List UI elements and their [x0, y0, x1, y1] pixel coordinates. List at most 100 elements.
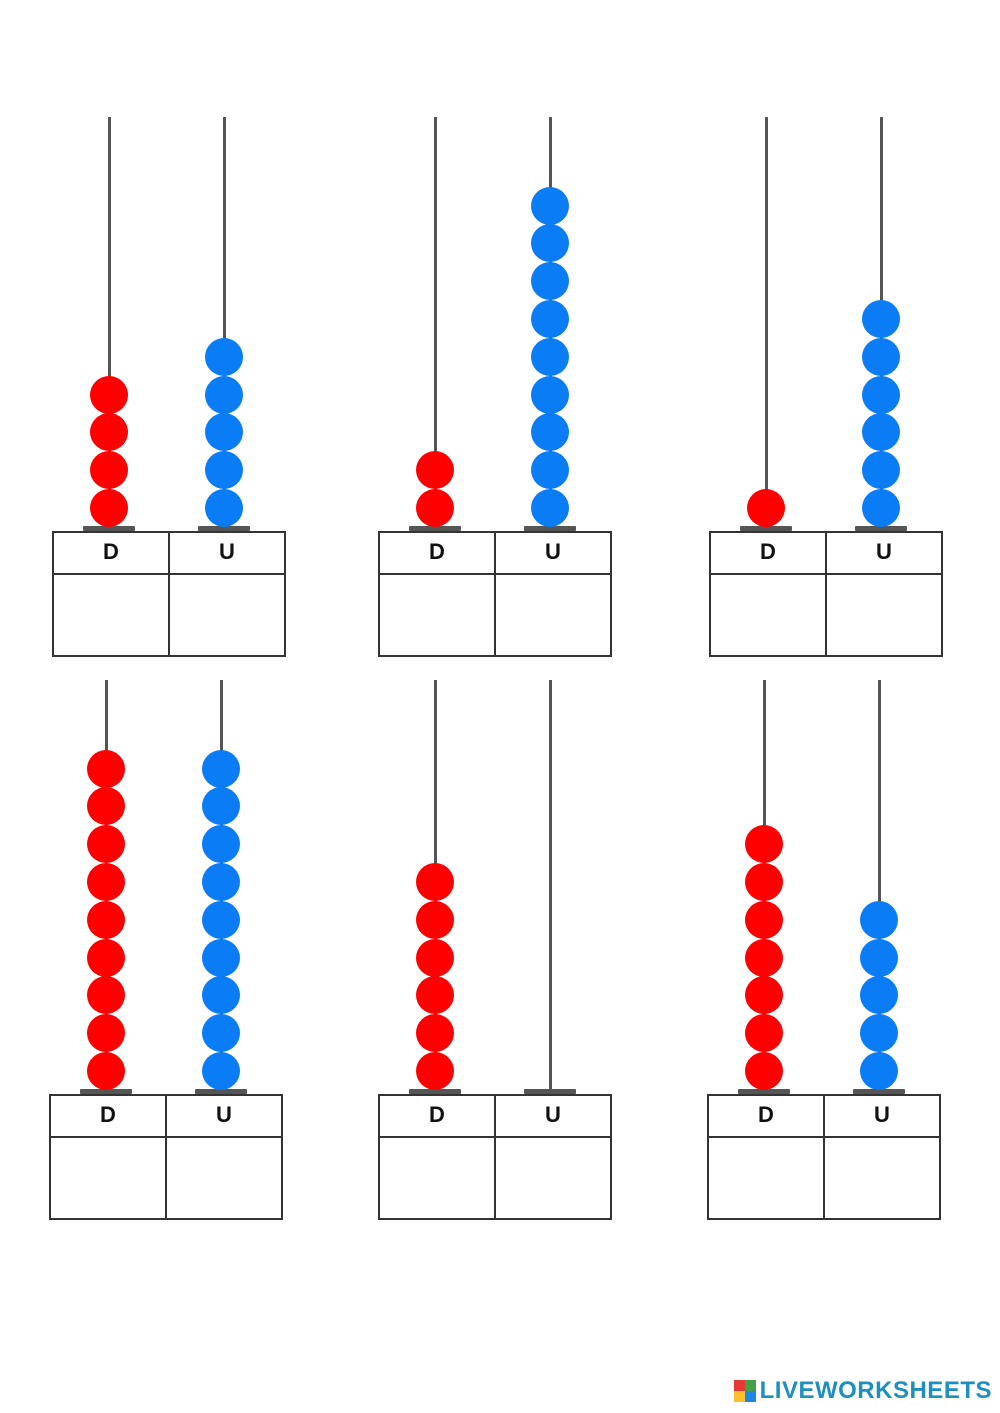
tens-bead	[416, 1052, 454, 1090]
tens-rod-base	[738, 1089, 790, 1094]
tens-rod-base	[80, 1089, 132, 1094]
units-bead	[202, 1014, 240, 1053]
units-bead	[860, 900, 898, 939]
tens-bead	[745, 976, 783, 1015]
tens-bead	[416, 1014, 454, 1053]
brand-logo: LIVEWORKSHEETS	[733, 1377, 992, 1405]
units-rod-base	[524, 526, 576, 531]
units-rod-base	[853, 1089, 905, 1094]
tens-answer-box[interactable]	[382, 577, 492, 653]
tens-rod	[433, 117, 437, 529]
units-bead	[205, 489, 243, 527]
units-bead	[531, 262, 569, 301]
tens-bead	[87, 749, 125, 788]
tens-answer-box[interactable]	[713, 577, 823, 653]
tens-bead	[90, 489, 128, 527]
tens-bead	[416, 900, 454, 939]
tens-rod	[107, 117, 111, 529]
units-answer-box[interactable]	[827, 1140, 937, 1216]
table-divider-vertical	[494, 1096, 496, 1218]
units-rod-base	[198, 526, 250, 531]
units-column-label: U	[545, 539, 561, 564]
tens-bead	[745, 863, 783, 901]
units-bead	[202, 900, 240, 939]
tens-bead	[416, 938, 454, 977]
tens-bead	[87, 787, 125, 826]
tens-bead	[747, 489, 785, 527]
units-answer-box[interactable]	[498, 1140, 608, 1216]
units-bead	[531, 300, 569, 338]
tens-bead	[87, 863, 125, 901]
tens-bead	[90, 413, 128, 452]
units-column-label: U	[219, 539, 235, 564]
units-bead	[860, 976, 898, 1015]
units-bead	[862, 489, 900, 527]
units-answer-box[interactable]	[498, 577, 608, 653]
tens-bead	[87, 825, 125, 864]
tens-column-label: D	[103, 539, 119, 564]
tens-bead	[87, 1052, 125, 1090]
units-rod	[877, 680, 881, 1092]
tens-bead	[745, 1052, 783, 1090]
tens-bead	[745, 825, 783, 864]
units-answer-box[interactable]	[172, 577, 282, 653]
tens-rod-base	[740, 526, 792, 531]
units-bead	[202, 863, 240, 901]
units-bead	[205, 451, 243, 490]
tens-bead	[416, 976, 454, 1015]
tens-bead	[90, 375, 128, 414]
units-bead	[860, 938, 898, 977]
tens-bead	[745, 900, 783, 939]
units-bead	[862, 337, 900, 376]
units-answer-box[interactable]	[169, 1140, 279, 1216]
tens-bead	[745, 1014, 783, 1053]
tens-answer-box[interactable]	[711, 1140, 821, 1216]
units-bead	[202, 749, 240, 788]
units-rod	[548, 680, 552, 1092]
units-bead	[205, 413, 243, 452]
units-bead	[202, 787, 240, 826]
tens-bead	[416, 451, 454, 490]
tens-answer-box[interactable]	[56, 577, 166, 653]
units-bead	[531, 224, 569, 263]
units-bead	[202, 825, 240, 864]
units-bead	[862, 413, 900, 452]
units-rod	[222, 117, 226, 529]
tens-rod-base	[409, 1089, 461, 1094]
units-bead	[860, 1052, 898, 1090]
units-bead	[202, 1052, 240, 1090]
units-bead	[862, 375, 900, 414]
units-bead	[531, 451, 569, 490]
units-column-label: U	[545, 1102, 561, 1127]
tens-answer-box[interactable]	[382, 1140, 492, 1216]
tens-column-label: D	[760, 539, 776, 564]
tens-bead	[745, 938, 783, 977]
units-answer-box[interactable]	[829, 577, 939, 653]
units-bead	[202, 976, 240, 1015]
units-bead	[205, 337, 243, 376]
tens-bead	[416, 863, 454, 901]
liveworksheets-logo-icon	[733, 1380, 756, 1402]
units-bead	[531, 375, 569, 414]
units-bead	[860, 1014, 898, 1053]
units-column-label: U	[876, 539, 892, 564]
tens-column-label: D	[758, 1102, 774, 1127]
units-bead	[202, 938, 240, 977]
units-bead	[531, 489, 569, 527]
units-bead	[531, 413, 569, 452]
units-rod-base	[195, 1089, 247, 1094]
units-bead	[862, 300, 900, 338]
tens-answer-box[interactable]	[53, 1140, 163, 1216]
table-divider-vertical	[494, 533, 496, 655]
tens-bead	[87, 900, 125, 939]
